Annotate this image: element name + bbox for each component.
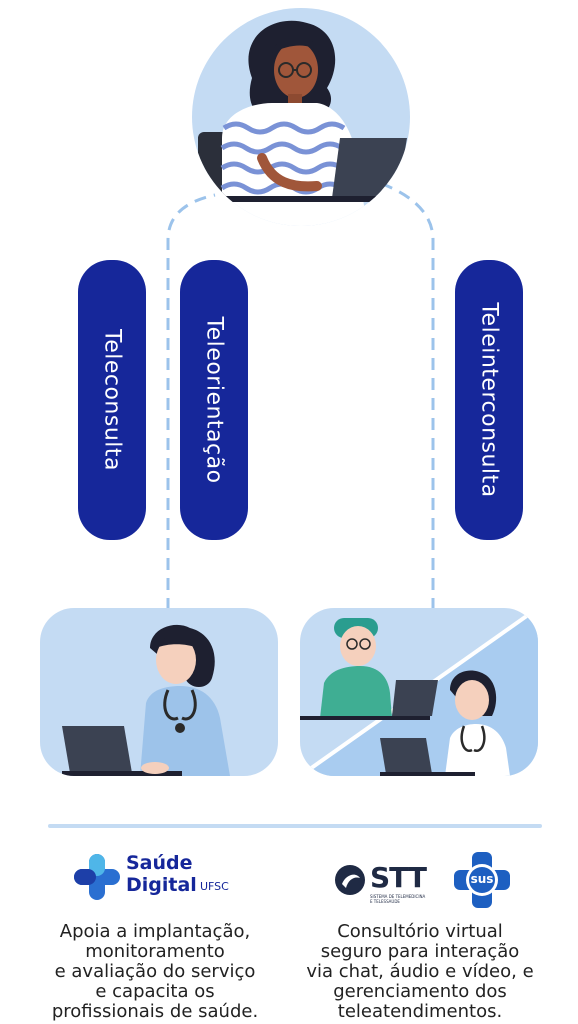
service-teleorientacao-label: Teleorientação [201, 316, 227, 484]
desc-left-line: e avaliação do serviço [54, 961, 256, 982]
consultorio-virtual-description: Consultório virtual seguro para interaçã… [292, 922, 548, 1022]
stt-logo-sub1: SISTEMA DE TELEMEDICINA [370, 894, 426, 899]
saude-logo-ufsc: UFSC [200, 880, 229, 893]
interconsulta-illustration [300, 608, 538, 776]
medical-cross-icon [74, 854, 120, 900]
esus-logo: sus [454, 852, 510, 908]
saude-logo-line2: Digital [126, 874, 197, 896]
desc-left-line: monitoramento [85, 941, 225, 962]
doctor-illustration [40, 608, 278, 776]
stt-logo: STT SISTEMA DE TELEMEDICINA E TELESSAÚDE [334, 862, 434, 904]
saude-logo-line1: Saúde [126, 852, 193, 874]
service-teleinterconsulta-label: Teleinterconsulta [476, 302, 502, 498]
stt-logo-sub2: E TELESSAÚDE [370, 899, 400, 904]
esus-cross-icon [454, 852, 510, 908]
esus-logo-text: sus [470, 872, 494, 886]
service-teleconsulta: Teleconsulta [78, 260, 146, 540]
saude-digital-logo: Saúde Digital UFSC [74, 852, 244, 902]
service-teleorientacao: Teleorientação [180, 260, 248, 540]
desc-left-line: profissionais de saúde. [51, 1001, 259, 1022]
patient-illustration [192, 8, 410, 226]
stt-logo-text: STT [370, 861, 427, 894]
saude-digital-description: Apoia a implantação, monitoramento e ava… [40, 922, 270, 1022]
desc-right-line: via chat, áudio e vídeo, e [306, 961, 534, 982]
section-divider [48, 824, 542, 828]
service-teleconsulta-label: Teleconsulta [99, 328, 125, 472]
desc-left-line: e capacita os [95, 981, 215, 1002]
desc-right-line: seguro para interação [320, 941, 520, 962]
desc-right-line: teleatendimentos. [337, 1001, 503, 1022]
desc-right-line: Consultório virtual [337, 921, 503, 942]
desc-left-line: Apoia a implantação, [59, 921, 251, 942]
stt-emblem-icon [335, 865, 365, 895]
desc-right-line: gerenciamento dos [333, 981, 507, 1002]
service-teleinterconsulta: Teleinterconsulta [455, 260, 523, 540]
